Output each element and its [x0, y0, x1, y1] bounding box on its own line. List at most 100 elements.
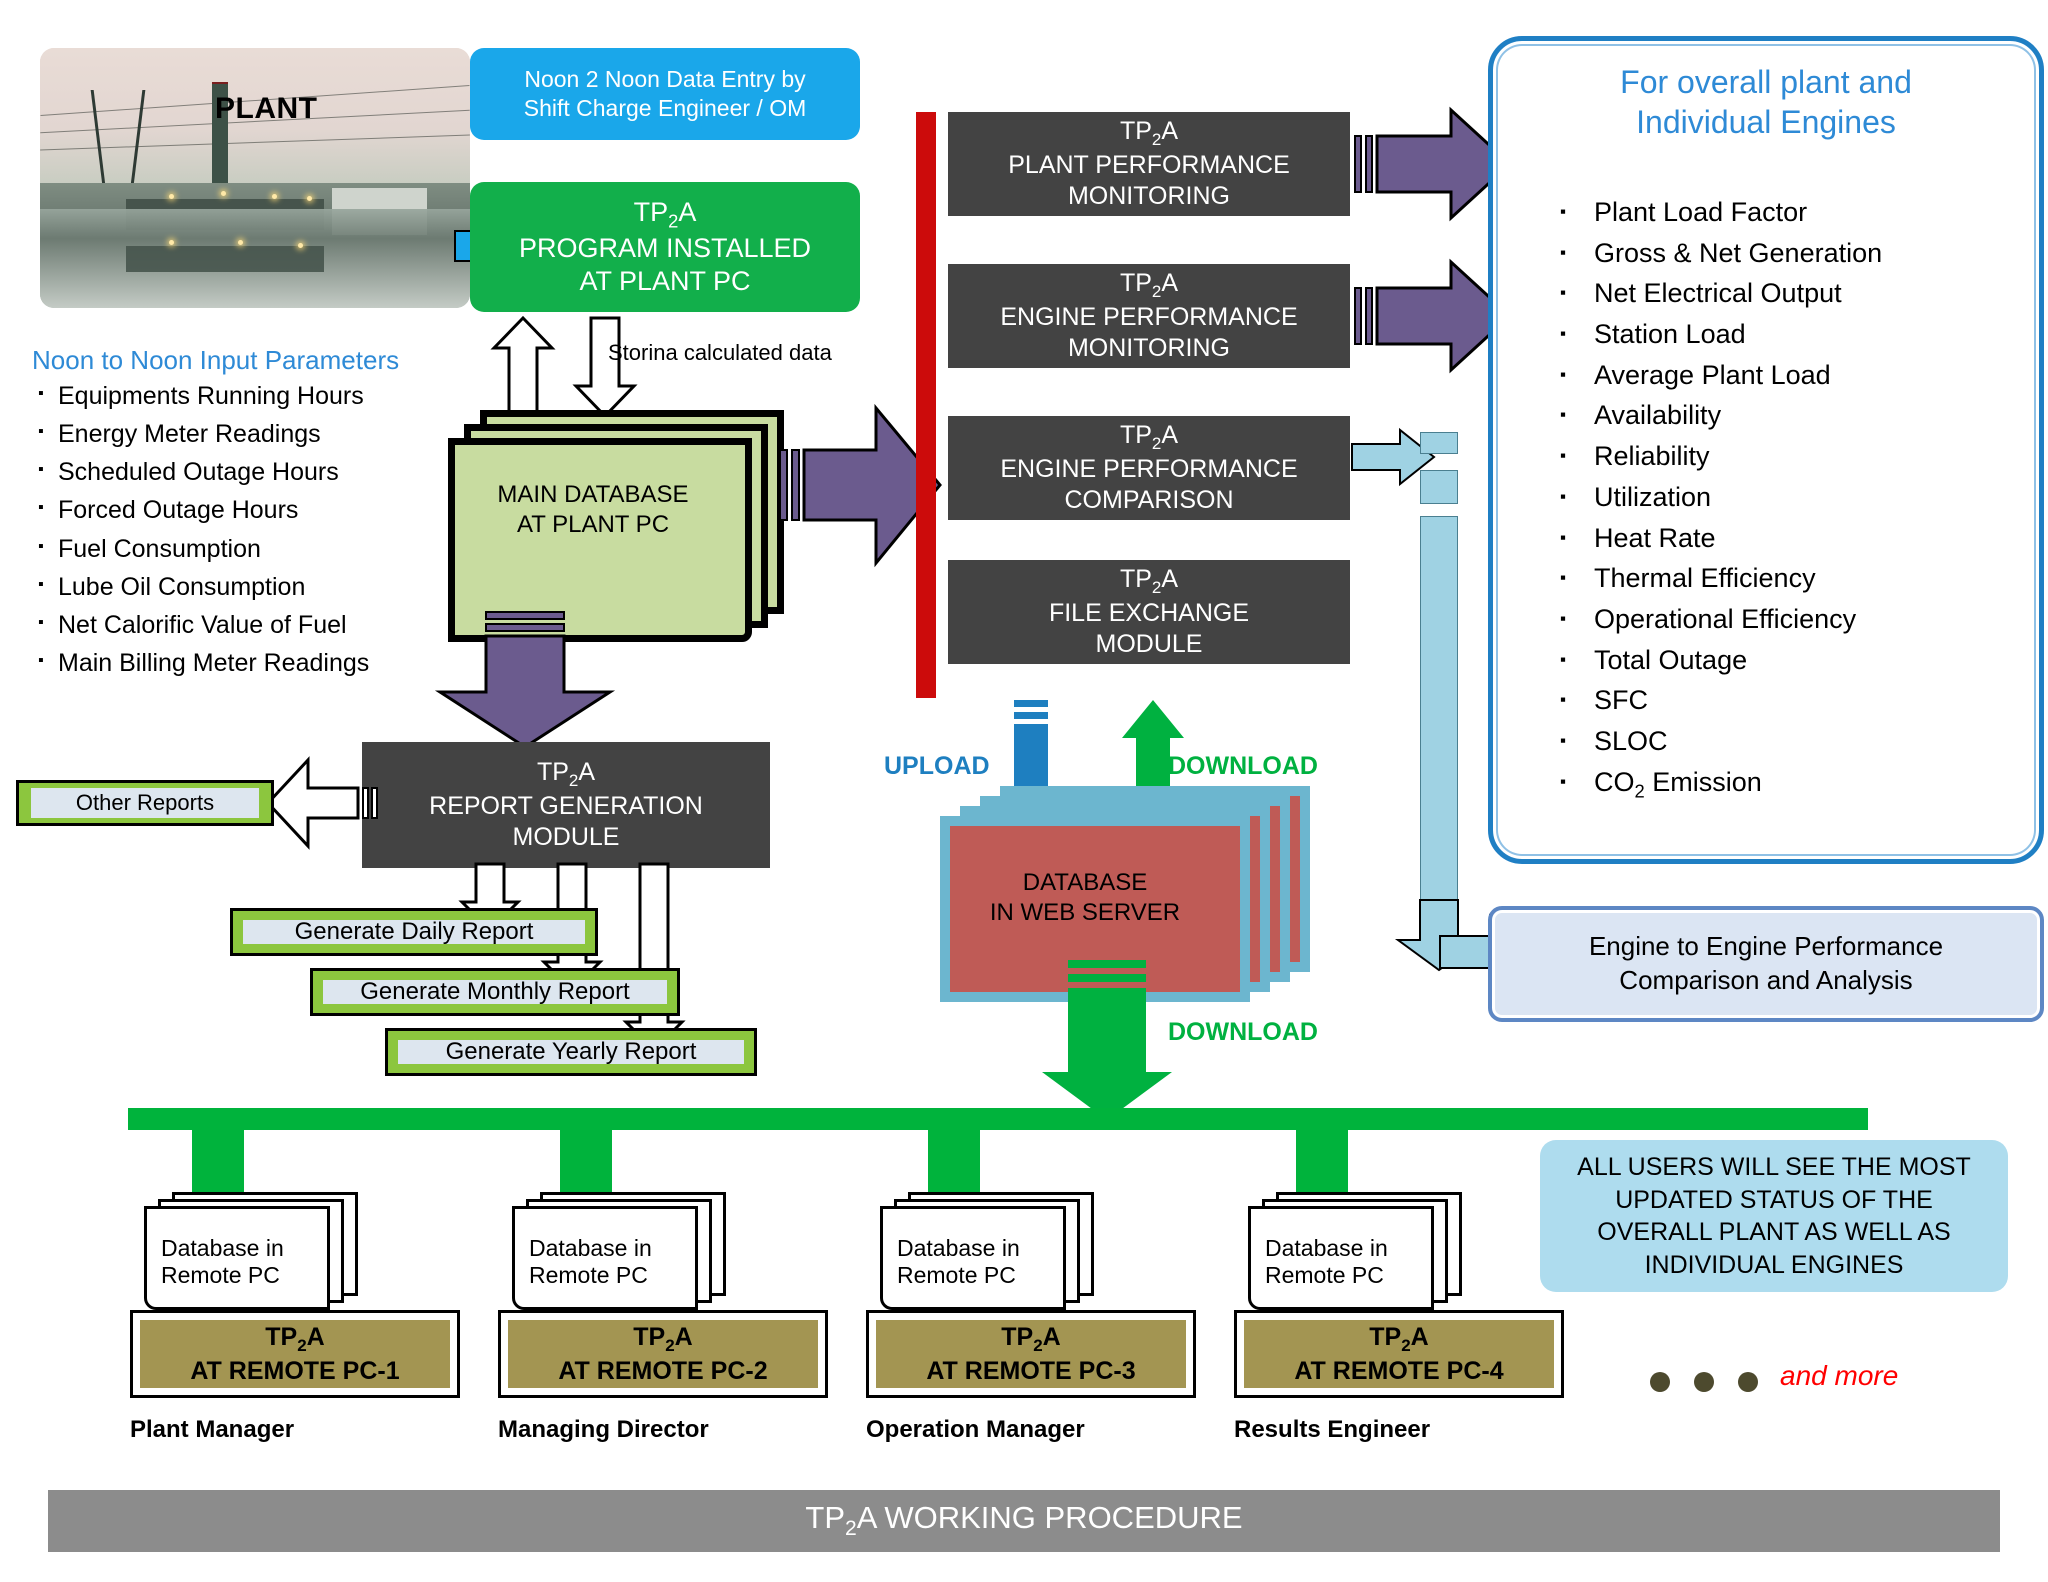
remote-db-line-2: Remote PC	[897, 1262, 1016, 1289]
list-item: ▪Fuel Consumption	[38, 535, 468, 563]
metrics-title-line-2: Individual Engines	[1636, 104, 1896, 140]
main-database-line-2: AT PLANT PC	[516, 511, 670, 538]
remote-pc-app-box[interactable]: TP2A AT REMOTE PC-4	[1234, 1310, 1564, 1398]
list-item-label: Thermal Efficiency	[1594, 563, 1816, 594]
list-item-label: Lube Oil Consumption	[58, 572, 306, 601]
dot-icon	[1738, 1372, 1758, 1392]
remote-db-line-1: Database in	[529, 1235, 652, 1261]
remote-db-stack: Database in Remote PC	[144, 1192, 359, 1310]
list-item-label: Heat Rate	[1594, 522, 1716, 553]
module-line-3: MONITORING	[1067, 334, 1231, 363]
other-reports-label: Other Reports	[31, 788, 259, 818]
bullet-icon: ▪	[1560, 568, 1567, 588]
list-item: ▪Utilization	[1560, 481, 2030, 513]
remote-db-label: Database in Remote PC	[147, 1235, 341, 1289]
plant-performance-monitoring-module[interactable]: TP2A PLANT PERFORMANCE MONITORING	[948, 112, 1350, 216]
remote-pc-role: Operation Manager	[866, 1416, 1085, 1443]
bullet-icon: ▪	[1560, 283, 1567, 303]
list-item: ▪ Thermal Efficiency	[1560, 563, 2030, 594]
and-more-label: and more	[1780, 1360, 1899, 1391]
list-item: ▪ Lube Oil Consumption	[38, 573, 468, 601]
list-item: ▪Station Load	[1560, 319, 2030, 350]
bullet-icon: ▪	[38, 651, 44, 669]
module-line-1: TP2A	[1119, 420, 1179, 453]
plant-light	[306, 196, 312, 202]
remote-pc-app-box[interactable]: TP2A AT REMOTE PC-3	[866, 1310, 1196, 1398]
list-item-label: Average Plant Load	[1594, 359, 1831, 390]
engine-performance-comparison-module[interactable]: TP2A ENGINE PERFORMANCE COMPARISON	[948, 416, 1350, 520]
plant-building-reflection	[126, 245, 324, 272]
list-item: ▪SFC	[1560, 686, 2030, 716]
input-parameters-list: ▪Equipments Running Hours ▪Energy Meter …	[38, 382, 468, 687]
remote-pc-app-box[interactable]: TP2A AT REMOTE PC-2	[498, 1310, 828, 1398]
list-item-label: SLOC	[1594, 725, 1668, 756]
generate-monthly-report-button[interactable]: Generate Monthly Report	[310, 968, 680, 1016]
engine-to-engine-comparison-panel: Engine to Engine Performance Comparison …	[1488, 906, 2044, 1022]
remote-pc-group-2: Database in Remote PC TP2A AT REMOTE PC-…	[498, 1192, 828, 1444]
e2e-line-1: Engine to Engine Performance	[1588, 931, 1944, 962]
bullet-icon: ▪	[1560, 527, 1567, 547]
remote-pc-app-inner: TP2A AT REMOTE PC-2	[508, 1320, 818, 1388]
module-line-2: PLANT PERFORMANCE	[1008, 151, 1290, 180]
web-server-label: DATABASE IN WEB SERVER	[940, 868, 1230, 928]
bullet-icon: ▪	[1560, 364, 1567, 384]
remote-pc-app-inner: TP2A AT REMOTE PC-3	[876, 1320, 1186, 1388]
module-line-2: ENGINE PERFORMANCE	[1000, 303, 1298, 332]
remote-db-line-2: Remote PC	[1265, 1262, 1384, 1289]
bullet-icon: ▪	[38, 575, 44, 593]
list-item: ▪Scheduled Outage Hours	[38, 458, 468, 486]
white-down-arrow-icon	[622, 862, 686, 1053]
generate-daily-report-label: Generate Daily Report	[243, 918, 585, 945]
overall-plant-metrics-panel	[1488, 36, 2044, 864]
remote-db-line-1: Database in	[161, 1235, 284, 1261]
program-line-1: TP2A	[633, 196, 697, 232]
remote-pc-app-box[interactable]: TP2A AT REMOTE PC-1	[130, 1310, 460, 1398]
noon-line-2: Shift Charge Engineer / OM	[523, 95, 807, 121]
engine-performance-monitoring-module[interactable]: TP2A ENGINE PERFORMANCE MONITORING	[948, 264, 1350, 368]
module-line-3: MONITORING	[1067, 182, 1231, 211]
list-item-label: Availability	[1594, 400, 1722, 431]
generate-yearly-report-button[interactable]: Generate Yearly Report	[385, 1028, 757, 1076]
overall-plant-metrics-title: For overall plant and Individual Engines	[1518, 62, 2014, 142]
list-item: ▪CO2 Emission	[1560, 767, 2030, 802]
plant-light	[298, 243, 303, 248]
rgm-line-1: TP2A	[536, 757, 596, 790]
remote-pc-role: Plant Manager	[130, 1416, 295, 1443]
remote-db-sheet: Database in Remote PC	[880, 1206, 1066, 1310]
rgm-line-2: REPORT GENERATION	[429, 792, 703, 821]
file-exchange-module[interactable]: TP2A FILE EXCHANGE MODULE	[948, 560, 1350, 664]
module-line-1: TP2A	[1119, 268, 1179, 301]
bullet-icon: ▪	[38, 461, 44, 479]
bullet-icon: ▪	[38, 499, 44, 517]
input-parameters-title: Noon to Noon Input Parameters	[32, 345, 400, 375]
list-item-label: Gross & Net Generation	[1594, 237, 1883, 268]
module-line-2: ENGINE PERFORMANCE	[1000, 455, 1298, 484]
main-database-stack	[448, 410, 784, 642]
remote-pc-app-inner: TP2A AT REMOTE PC-1	[140, 1320, 450, 1388]
list-item-label: Reliability	[1594, 441, 1710, 472]
bullet-icon: ▪	[1560, 771, 1567, 791]
list-item: ▪Energy Meter Readings	[38, 420, 468, 448]
list-item: ▪Plant Load Factor	[1560, 197, 2030, 228]
metrics-title-line-1: For overall plant and	[1620, 64, 1912, 100]
remote-pc-app-line-1: TP2A	[1369, 1322, 1429, 1355]
report-generation-module[interactable]: TP2A REPORT GENERATION MODULE	[362, 742, 770, 868]
dot-icon	[1694, 1372, 1714, 1392]
plant-label: PLANT	[215, 92, 318, 125]
remote-pc-app-line-2: AT REMOTE PC-1	[190, 1357, 400, 1386]
list-item: ▪Total Outage	[1560, 645, 2030, 676]
green-down-arrow-icon	[1042, 960, 1172, 1120]
e2e-line-2: Comparison and Analysis	[1619, 965, 1913, 995]
bullet-icon: ▪	[1560, 730, 1567, 750]
list-item-label: Utilization	[1594, 481, 1712, 512]
list-item: ▪ SLOC	[1560, 725, 2030, 757]
generate-daily-report-button[interactable]: Generate Daily Report	[230, 908, 598, 956]
web-server-database-stack	[940, 786, 1310, 1002]
bullet-icon: ▪	[38, 537, 44, 555]
plant-light	[169, 193, 174, 199]
web-server-line-1: DATABASE	[1022, 869, 1148, 896]
web-server-sheet	[940, 816, 1250, 1002]
remote-db-sheet: Database in Remote PC	[144, 1206, 330, 1310]
footer-title: TP2A WORKING PROCEDURE	[805, 1500, 1243, 1541]
other-reports-button[interactable]: Other Reports	[16, 780, 274, 826]
